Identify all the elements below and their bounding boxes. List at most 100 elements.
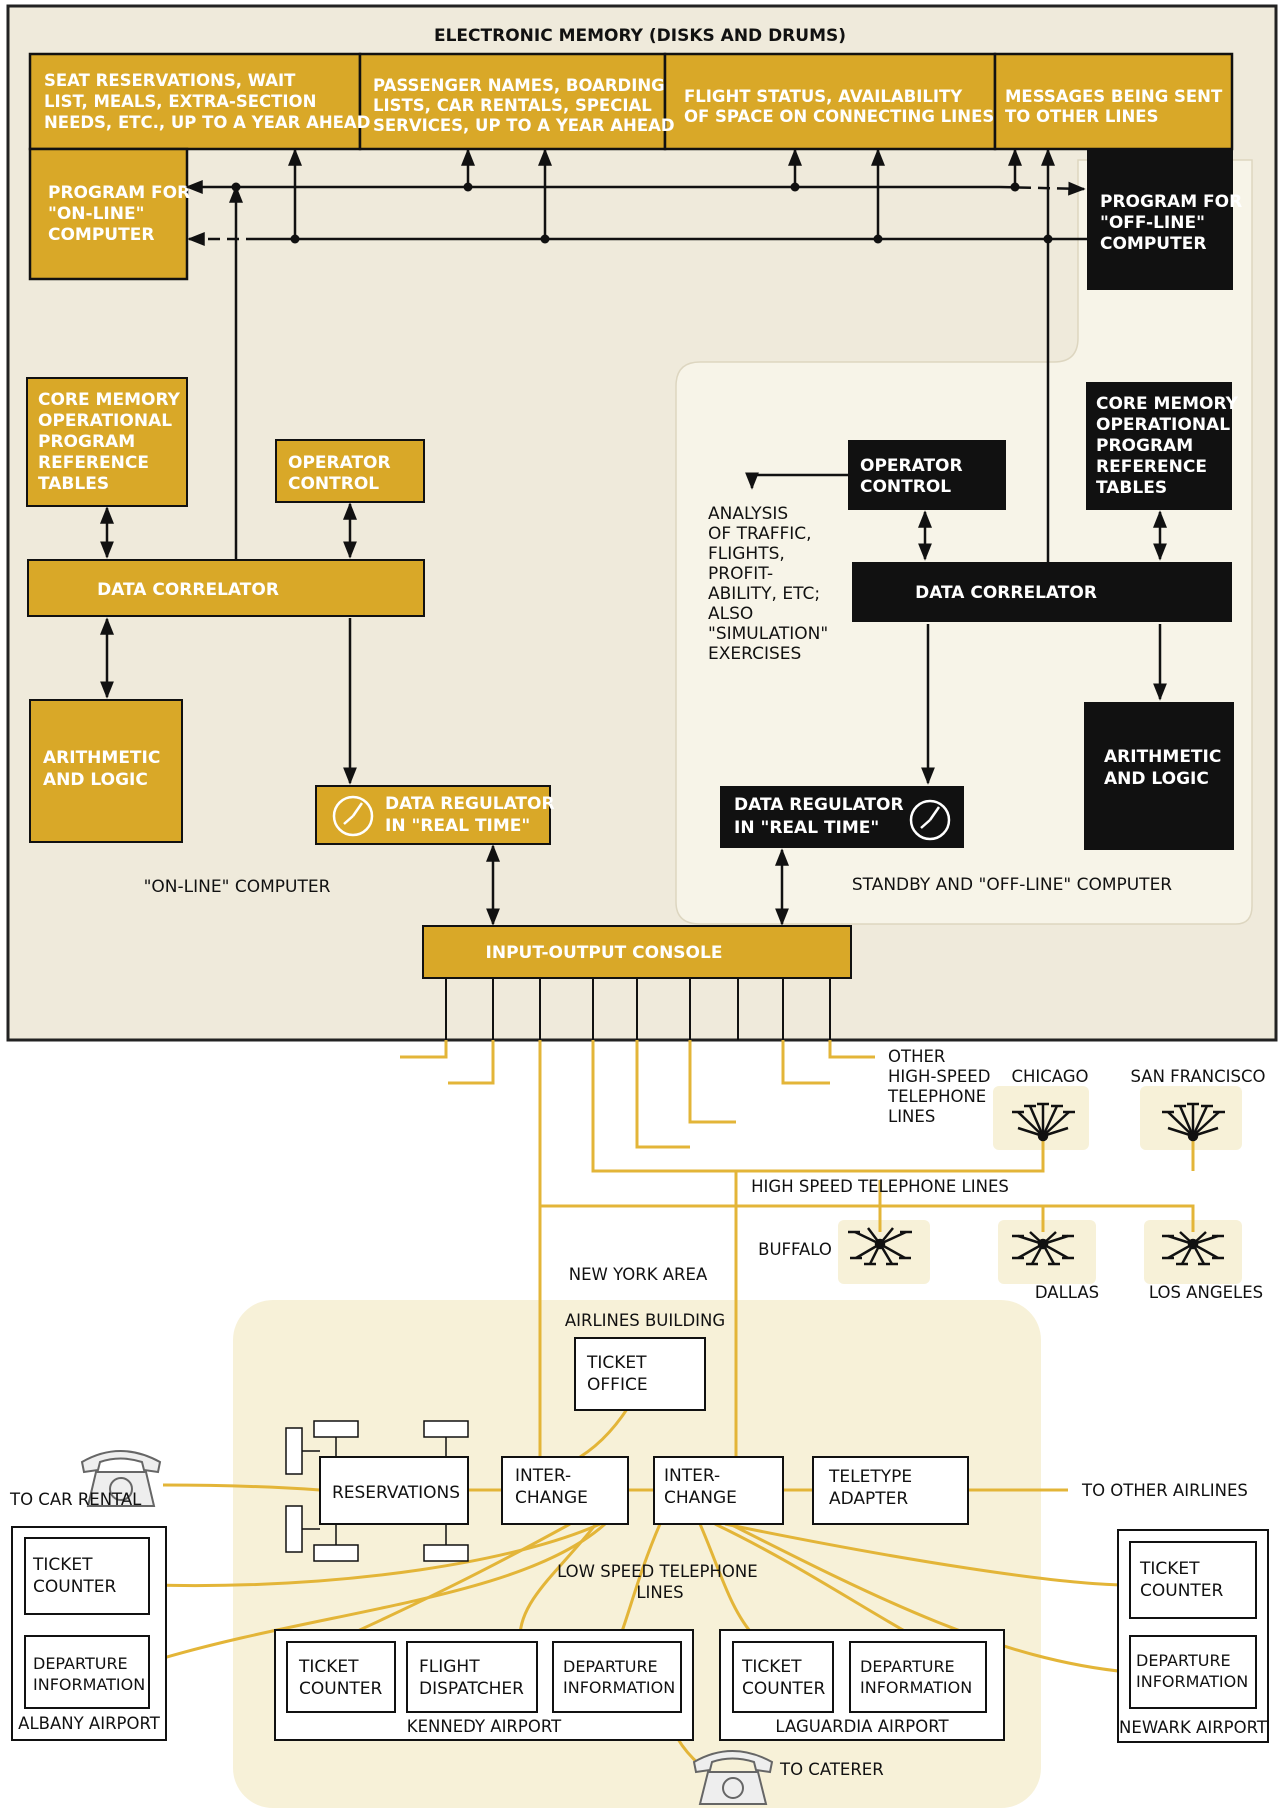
to-other-airlines-label: TO OTHER AIRLINES <box>1081 1481 1248 1500</box>
online-correlator-box <box>27 559 425 617</box>
albany-departure-info <box>24 1635 150 1709</box>
albany-departure-info-text: DEPARTURE INFORMATION <box>33 1654 145 1694</box>
kennedy-flight-dispatcher-text: FLIGHT DISPATCHER <box>419 1657 524 1699</box>
memory-cell-1-text: SEAT RESERVATIONS, WAIT LIST, MEALS, EXT… <box>44 71 370 132</box>
reservations-terminals <box>285 1420 469 1562</box>
memory-cell-4-text: MESSAGES BEING SENT TO OTHER LINES <box>1005 87 1228 126</box>
offline-caption: STANDBY AND "OFF-LINE" COMPUTER <box>852 875 1172 895</box>
reservations-box <box>319 1456 469 1525</box>
online-operator-text: OPERATOR CONTROL <box>288 453 397 494</box>
teletype-adapter-box <box>812 1456 969 1525</box>
clock-icon <box>332 795 374 837</box>
online-arith-box <box>29 699 183 843</box>
city-los-angeles: LOS ANGELES <box>1149 1283 1263 1302</box>
offline-core-memory-box <box>1086 382 1232 510</box>
bus-junctions <box>231 182 1053 244</box>
online-core-memory-box <box>26 377 188 507</box>
clock-icon <box>909 799 951 841</box>
ticket-office-box <box>574 1337 706 1411</box>
newark-departure-info-text: DEPARTURE INFORMATION <box>1136 1651 1248 1691</box>
console-ports <box>445 978 831 1040</box>
high-speed-lines <box>400 1040 1195 1457</box>
interchange-right-text: INTER- CHANGE <box>664 1466 737 1508</box>
newark-ticket-counter <box>1129 1541 1257 1619</box>
telephone-icon <box>80 1450 162 1507</box>
memory-row: SEAT RESERVATIONS, WAIT LIST, MEALS, EXT… <box>28 52 1234 151</box>
input-output-console <box>422 925 852 979</box>
kennedy-departure-info-text: DEPARTURE INFORMATION <box>563 1657 675 1697</box>
online-correlator-text: DATA CORRELATOR <box>97 580 279 600</box>
online-program-box <box>28 147 189 281</box>
kennedy-flight-dispatcher <box>406 1641 538 1713</box>
offline-program-box <box>1087 148 1233 290</box>
offline-core-memory-text: CORE MEMORY OPERATIONAL PROGRAM REFERENC… <box>1096 394 1244 498</box>
kennedy-departure-info <box>552 1641 682 1713</box>
laguardia-departure-info <box>849 1641 987 1713</box>
telephone-icon <box>692 1750 774 1805</box>
offline-correlator-text: DATA CORRELATOR <box>915 583 1097 603</box>
new-york-area-label: NEW YORK AREA <box>569 1265 708 1284</box>
hub-chicago <box>1012 1102 1075 1142</box>
laguardia-departure-info-text: DEPARTURE INFORMATION <box>860 1657 972 1697</box>
memory-cell-3 <box>663 52 997 151</box>
memory-bus <box>185 148 1088 562</box>
interchange-left <box>501 1456 629 1525</box>
albany-airport-title: ALBANY AIRPORT <box>18 1714 161 1733</box>
laguardia-ticket-counter-text: TICKET COUNTER <box>741 1657 826 1699</box>
to-car-rental-label: TO CAR RENTAL <box>9 1490 142 1509</box>
city-buffalo: BUFFALO <box>758 1240 832 1259</box>
offline-program-text: PROGRAM FOR "OFF-LINE" COMPUTER <box>1100 192 1248 254</box>
laguardia-ticket-counter <box>732 1641 834 1713</box>
offline-operator-text: OPERATOR CONTROL <box>860 456 969 497</box>
offline-arrows <box>745 472 1167 926</box>
newark-departure-info <box>1129 1635 1257 1709</box>
online-operator-box <box>275 439 425 503</box>
online-core-memory-text: CORE MEMORY OPERATIONAL PROGRAM REFERENC… <box>38 390 186 494</box>
city-san-francisco: SAN FRANCISCO <box>1131 1067 1266 1086</box>
kennedy-ticket-counter <box>286 1641 396 1713</box>
hub-san-francisco <box>1162 1102 1225 1142</box>
memory-cell-2 <box>358 52 667 151</box>
online-regulator-text: DATA REGULATOR IN "REAL TIME" <box>385 794 561 836</box>
high-speed-label: HIGH SPEED TELEPHONE LINES <box>751 1177 1009 1196</box>
ticket-office-text: TICKET OFFICE <box>586 1353 652 1395</box>
teletype-adapter-text: TELETYPE ADAPTER <box>828 1467 918 1509</box>
offline-regulator-text: DATA REGULATOR IN "REAL TIME" <box>734 795 910 838</box>
offline-arith-text: ARITHMETIC AND LOGIC <box>1104 747 1227 789</box>
online-arith-text: ARITHMETIC AND LOGIC <box>43 748 166 790</box>
albany-ticket-counter-text: TICKET COUNTER <box>32 1555 117 1597</box>
interchange-right <box>653 1456 784 1525</box>
online-program-text: PROGRAM FOR "ON-LINE" COMPUTER <box>48 183 196 245</box>
newark-ticket-counter-text: TICKET COUNTER <box>1139 1559 1224 1601</box>
laguardia-airport-title: LAGUARDIA AIRPORT <box>775 1717 949 1736</box>
offline-analysis-text: ANALYSIS OF TRAFFIC, FLIGHTS, PROFIT- AB… <box>708 504 834 664</box>
city-chicago: CHICAGO <box>1011 1067 1088 1086</box>
memory-title: ELECTRONIC MEMORY (DISKS AND DRUMS) <box>434 26 846 46</box>
airlines-building-label: AIRLINES BUILDING <box>565 1311 725 1330</box>
kennedy-airport-title: KENNEDY AIRPORT <box>407 1717 562 1736</box>
other-lines-label: OTHER HIGH-SPEED TELEPHONE LINES <box>887 1047 996 1126</box>
memory-cell-3-text: FLIGHT STATUS, AVAILABILITY OF SPACE ON … <box>684 87 994 126</box>
memory-cell-4 <box>993 52 1234 151</box>
newark-airport-title: NEWARK AIRPORT <box>1119 1718 1268 1737</box>
interchange-left-text: INTER- CHANGE <box>515 1466 588 1508</box>
offline-operator-box <box>848 440 1006 510</box>
hub-dallas <box>1012 1231 1074 1266</box>
reservations-text: RESERVATIONS <box>332 1483 460 1503</box>
online-caption: "ON-LINE" COMPUTER <box>144 877 331 897</box>
offline-correlator-box <box>852 562 1232 622</box>
online-arrows <box>100 502 500 926</box>
low-speed-label: LOW SPEED TELEPHONE LINES <box>557 1562 763 1602</box>
offline-arith-box <box>1084 702 1234 850</box>
to-caterer-label: TO CATERER <box>779 1760 884 1779</box>
albany-ticket-counter <box>24 1537 150 1615</box>
memory-cell-2-text: PASSENGER NAMES, BOARDING LISTS, CAR REN… <box>373 76 675 135</box>
hub-buffalo <box>848 1227 912 1266</box>
console-text: INPUT-OUTPUT CONSOLE <box>486 943 723 963</box>
kennedy-ticket-counter-text: TICKET COUNTER <box>298 1657 383 1699</box>
hub-los-angeles <box>1162 1231 1224 1266</box>
city-dallas: DALLAS <box>1035 1283 1099 1302</box>
local-links <box>149 1386 1129 1767</box>
